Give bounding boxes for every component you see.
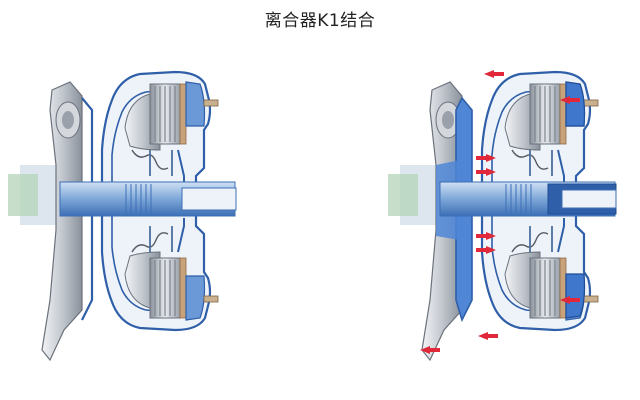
arrow-right-icon <box>476 168 496 176</box>
force-arrows <box>420 70 580 354</box>
clutch-diagram-engaged <box>388 70 617 361</box>
clutch-lower-half <box>100 205 220 332</box>
arrow-left-icon <box>420 346 440 354</box>
spline-teeth <box>505 184 532 214</box>
spline-teeth <box>125 184 152 214</box>
hub-green-section <box>388 174 418 216</box>
output-shaft <box>561 189 617 209</box>
arrow-right-icon <box>476 232 496 240</box>
arrow-left-icon <box>560 96 580 104</box>
arrow-right-icon <box>476 246 496 254</box>
clutch-diagram-disengaged <box>8 70 237 361</box>
hub-green-section <box>8 174 38 216</box>
pressure-chamber-lower <box>565 273 586 319</box>
arrow-left-icon <box>560 296 580 304</box>
pressure-chamber-upper <box>565 81 586 127</box>
clutch-upper-half <box>100 70 220 197</box>
arrow-left-icon <box>478 332 498 340</box>
diagram-title: 离合器K1结合 <box>264 11 376 31</box>
output-shaft <box>181 187 237 211</box>
arrow-left-icon <box>484 70 504 78</box>
arrow-right-icon <box>476 154 496 162</box>
